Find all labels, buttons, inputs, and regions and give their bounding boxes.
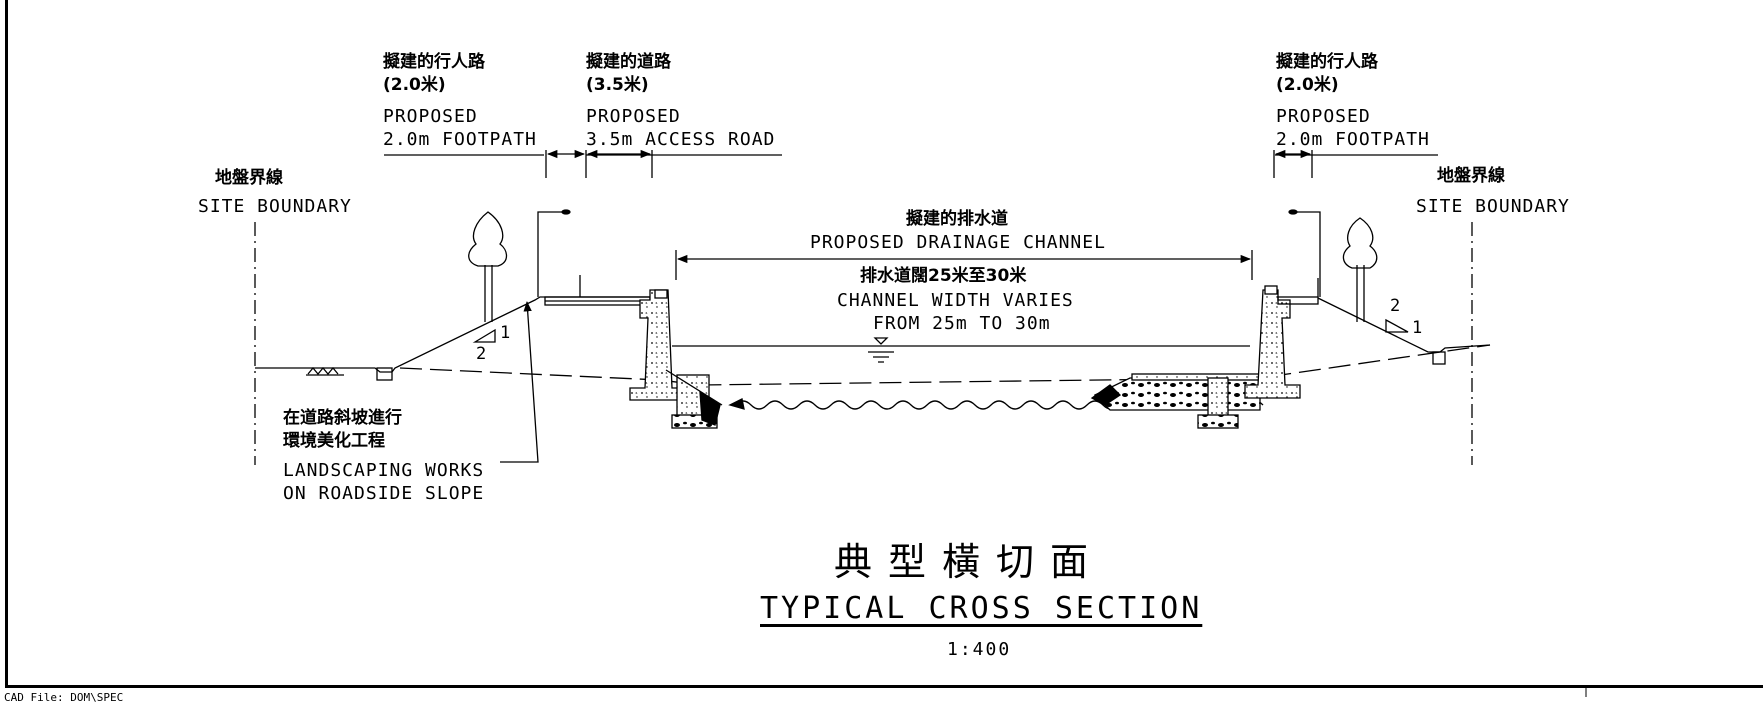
slope-left-vertical: 1: [500, 323, 512, 343]
right-footpath-pavement: [1277, 296, 1319, 305]
footpath-right-label-zh: 擬建的行人路: [1276, 52, 1378, 72]
channel-width-label-en2: FROM 25m TO 30m: [873, 313, 1051, 334]
landscaping-label-en1: LANDSCAPING WORKS: [283, 460, 485, 481]
landscaping-label-en2: ON ROADSIDE SLOPE: [283, 483, 485, 504]
right-drain-box: [1432, 351, 1446, 365]
road-label-en1: PROPOSED: [586, 106, 681, 127]
slope-triangle-right: [1385, 318, 1409, 333]
existing-ground-line: [399, 344, 1491, 386]
site-boundary-left-label-en: SITE BOUNDARY: [198, 196, 352, 217]
water-level-symbol: [868, 337, 894, 363]
footpath-right-width-zh: (2.0米): [1276, 75, 1339, 95]
channel-label-zh: 擬建的排水道: [906, 209, 1008, 229]
footpath-left-label-en1: PROPOSED: [383, 106, 478, 127]
slope-right-vertical: 1: [1412, 318, 1424, 338]
slope-right-horizontal: 2: [1390, 296, 1402, 316]
channel-width-label-zh: 排水道闊25米至30米: [860, 266, 1027, 286]
drawing-scale: 1:400: [947, 639, 1012, 660]
channel-width-label-en1: CHANNEL WIDTH VARIES: [837, 290, 1074, 311]
tree-right: [1342, 217, 1378, 322]
site-boundary-right-label-en: SITE BOUNDARY: [1416, 196, 1570, 217]
road-label-en2: 3.5m ACCESS ROAD: [586, 129, 776, 150]
road-width-zh: (3.5米): [586, 75, 649, 95]
left-ground-profile: [255, 296, 650, 373]
drawing-title-zh: 典型橫切面: [834, 540, 1105, 584]
landscaping-leader: [500, 300, 539, 463]
right-ground-profile: [1317, 297, 1491, 353]
lamp-post-right: [1296, 211, 1321, 297]
cad-file-label: CAD File: DOM\SPEC: [4, 691, 124, 704]
left-drain-box: [376, 367, 393, 381]
landscaping-label-zh1: 在道路斜坡進行: [283, 408, 402, 428]
slope-left-horizontal: 2: [476, 344, 488, 364]
site-boundary-left-label-zh: 地盤界線: [215, 168, 283, 188]
landscaping-label-zh2: 環境美化工程: [283, 431, 385, 451]
footpath-left-label-en2: 2.0m FOOTPATH: [383, 129, 537, 150]
footpath-right-label-en2: 2.0m FOOTPATH: [1276, 129, 1430, 150]
footpath-right-label-en1: PROPOSED: [1276, 106, 1371, 127]
drawing-frame: [5, 0, 1763, 688]
right-footing-base: [1197, 414, 1239, 429]
grass-symbol-left: [306, 366, 344, 376]
footpath-left-label-zh: 擬建的行人路: [383, 52, 485, 72]
slope-triangle-left: [472, 328, 496, 343]
road-label-zh: 擬建的道路: [586, 52, 671, 72]
channel-label-en: PROPOSED DRAINAGE CHANNEL: [810, 232, 1106, 253]
footpath-left-width-zh: (2.0米): [383, 75, 446, 95]
tree-left: [468, 211, 508, 322]
drawing-title-en: TYPICAL CROSS SECTION: [760, 591, 1203, 626]
lamp-post-left: [537, 211, 563, 297]
site-boundary-right-label-zh: 地盤界線: [1437, 166, 1505, 186]
left-retaining-wall: [629, 289, 691, 401]
